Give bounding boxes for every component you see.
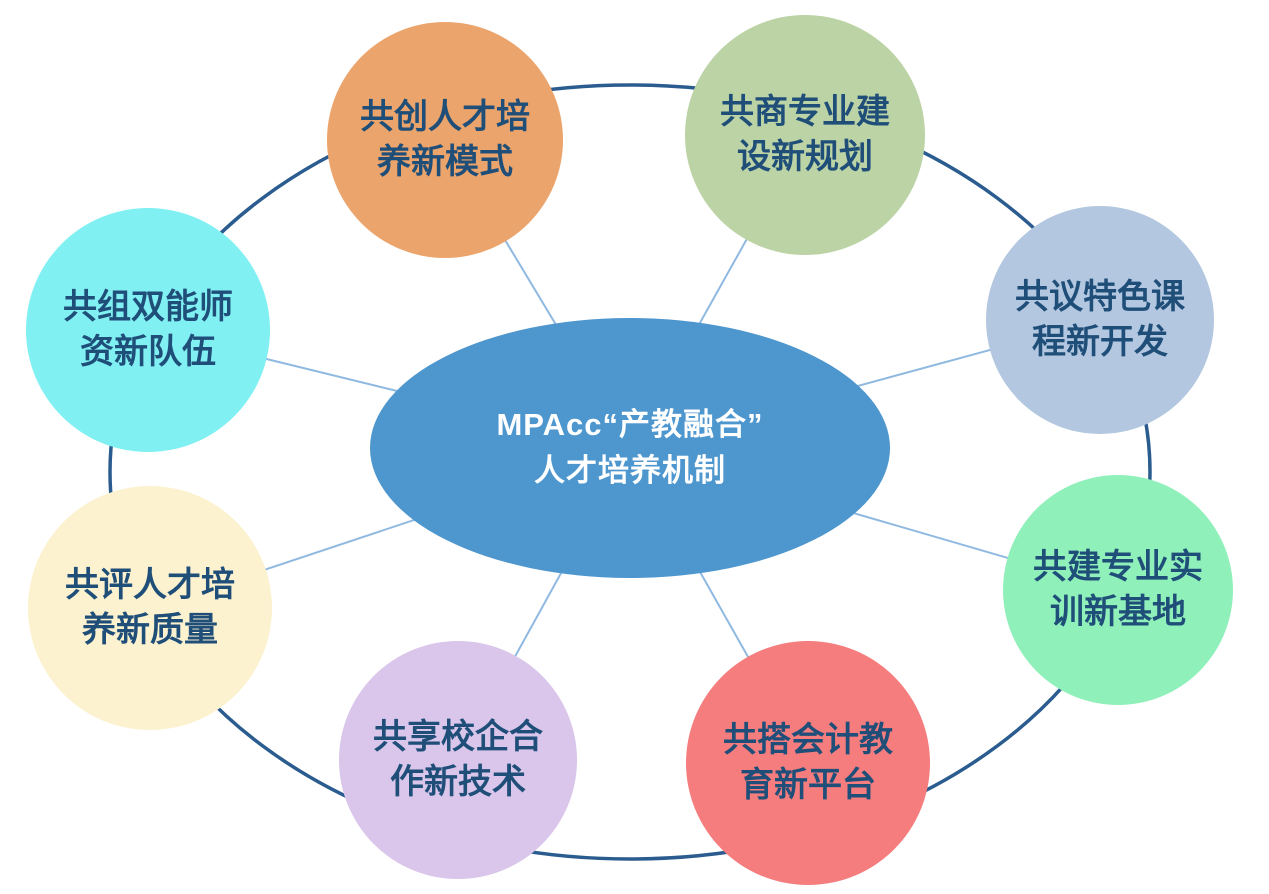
center-node: MPAcc“产教融合” 人才培养机制	[370, 318, 890, 578]
node-label: 共创人才培 养新模式	[360, 98, 530, 181]
node-label: 共商专业建 设新规划	[720, 93, 890, 176]
node-label: 共议特色课 程新开发	[1015, 278, 1185, 361]
node-label: 共享校企合 作新技术	[373, 718, 543, 801]
node-label: 共评人才培 养新质量	[65, 566, 235, 649]
node-coshare-cooperation-technology: 共享校企合 作新技术	[339, 641, 577, 879]
node-label: 共搭会计教 育新平台	[723, 721, 893, 804]
center-node-label: MPAcc“产教融合” 人才培养机制	[496, 406, 764, 489]
node-codiscuss-program-plan: 共商专业建 设新规划	[685, 15, 925, 255]
node-cocreate-talent-model: 共创人才培 养新模式	[327, 22, 563, 258]
node-label: 共组双能师 资新队伍	[63, 288, 233, 371]
ring-ellipse	[108, 83, 1152, 861]
node-label: 共建专业实 训新基地	[1033, 548, 1203, 631]
node-coorganize-faculty-team: 共组双能师 资新队伍	[26, 208, 270, 452]
node-cobuild-accounting-education-platform: 共搭会计教 育新平台	[686, 641, 930, 885]
node-coevaluate-talent-quality: 共评人才培 养新质量	[28, 486, 272, 730]
node-codeliberate-course-development: 共议特色课 程新开发	[986, 206, 1214, 434]
node-cobuild-training-base: 共建专业实 训新基地	[1003, 475, 1233, 705]
